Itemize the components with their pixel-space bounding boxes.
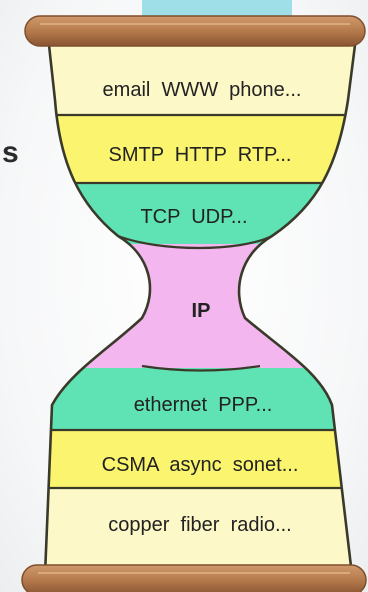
layer-dividers: [45, 113, 355, 490]
layer-label-medium: copper fiber radio...: [108, 514, 291, 536]
hourglass-layers: [45, 45, 355, 575]
layer-label-access: CSMA async sonet...: [102, 454, 299, 476]
layer-label-application-protocols: SMTP HTTP RTP...: [108, 144, 291, 166]
network-band: [45, 244, 355, 368]
layer-label-applications: email WWW phone...: [103, 79, 302, 101]
layer-label-transport: TCP UDP...: [140, 206, 247, 228]
medium-band: [45, 488, 355, 575]
layer-label-network: IP: [192, 300, 211, 322]
application-protocol-band: [45, 115, 355, 183]
divider-3: [117, 234, 273, 250]
access-band: [45, 430, 355, 488]
top-wood-bar: [24, 15, 366, 47]
application-band: [45, 45, 355, 115]
bottom-wood-bar: [21, 564, 367, 592]
top-cap-strip: [142, 0, 292, 16]
divider-4: [141, 364, 261, 372]
layer-label-link: ethernet PPP...: [134, 394, 273, 416]
link-band: [45, 368, 355, 430]
cropped-margin-text: s: [2, 136, 19, 169]
